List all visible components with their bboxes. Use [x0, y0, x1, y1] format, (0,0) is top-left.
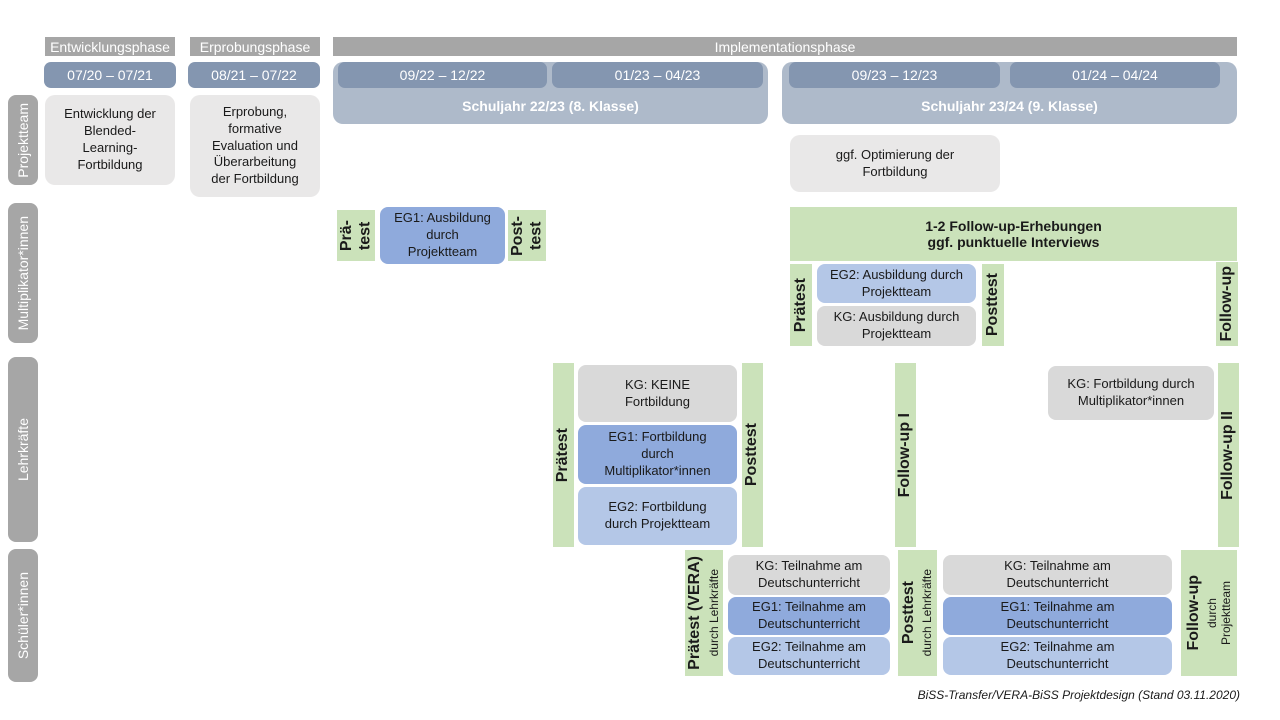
banner-followup-erhebungen: 1-2 Follow-up-Erhebungen ggf. punktuelle… [790, 207, 1237, 261]
praetest-bar-multiplikatoren-1: Prä- test [337, 210, 375, 261]
box-eg2-fortbildung: EG2: Fortbildung durch Projektteam [578, 487, 737, 545]
posttest-label: Posttest [899, 581, 917, 645]
box-eg1-fortbildung: EG1: Fortbildung durch Multiplikator*inn… [578, 425, 737, 484]
date-bar-0123-0423: 01/23 – 04/23 [552, 62, 763, 88]
followup-bar-schueler: Follow-up durch Projektteam [1181, 550, 1237, 676]
followup-label: Follow-up [1217, 266, 1235, 342]
row-label-projektteam-text: Projektteam [14, 102, 31, 178]
posttest-bar-multiplikatoren-1: Post- test [508, 210, 546, 261]
praetest-vera-bar-schueler: Prätest (VERA) durch Lehrkräfte [685, 550, 723, 676]
followup1-label: Follow-up I [896, 412, 914, 498]
box-kg-fortbildung-multiplikatoren: KG: Fortbildung durch Multiplikator*inne… [1048, 366, 1214, 420]
date-bar-0124-0424: 01/24 – 04/24 [1010, 62, 1220, 88]
praetest-label: Prä- test [337, 219, 373, 252]
row-label-projektteam: Projektteam [8, 95, 38, 185]
posttest-bar-lehrkraefte: Posttest [742, 363, 763, 547]
followup-sublabel: durch Projektteam [1204, 580, 1233, 646]
schuljahr-22-23-label: Schuljahr 22/23 (8. Klasse) [462, 98, 639, 114]
posttest-sublabel: durch Lehrkräfte [920, 569, 935, 657]
box-eg2-teilnahme-1: EG2: Teilnahme am Deutschunterricht [728, 637, 890, 675]
followup2-label: Follow-up II [1219, 410, 1237, 500]
box-ggf-optimierung: ggf. Optimierung der Fortbildung [790, 135, 1000, 192]
box-kg-ausbildung: KG: Ausbildung durch Projektteam [817, 306, 976, 346]
posttest-bar-schueler: Posttest durch Lehrkräfte [898, 550, 937, 676]
posttest-label: Post- test [508, 215, 544, 256]
box-kg-teilnahme-1: KG: Teilnahme am Deutschunterricht [728, 555, 890, 595]
praetest-vera-label: Prätest (VERA) [686, 556, 704, 670]
praetest-vera-sublabel: durch Lehrkräfte [706, 569, 721, 657]
box-eg1-teilnahme-1: EG1: Teilnahme am Deutschunterricht [728, 597, 890, 635]
row-label-schueler: Schüler*innen [8, 549, 38, 682]
box-kg-teilnahme-2: KG: Teilnahme am Deutschunterricht [943, 555, 1172, 595]
praetest-label: Prätest [554, 427, 572, 483]
footer-caption: BiSS-Transfer/VERA-BiSS Projektdesign (S… [917, 688, 1240, 702]
box-entwicklung-fortbildung: Entwicklung der Blended- Learning- Fortb… [45, 95, 175, 185]
row-label-schueler-text: Schüler*innen [14, 571, 31, 660]
row-label-lehrkraefte-text: Lehrkräfte [14, 417, 31, 482]
date-bar-0720-0721: 07/20 – 07/21 [44, 62, 176, 88]
box-eg2-ausbildung: EG2: Ausbildung durch Projektteam [817, 264, 976, 303]
schuljahr-23-24-label: Schuljahr 23/24 (9. Klasse) [921, 98, 1098, 114]
phase-bar-erprobungsphase: Erprobungsphase [190, 37, 320, 56]
row-label-lehrkraefte: Lehrkräfte [8, 357, 38, 542]
box-eg1-teilnahme-2: EG1: Teilnahme am Deutschunterricht [943, 597, 1172, 635]
row-label-multiplikatoren: Multiplikator*innen [8, 203, 38, 343]
praetest-bar-lehrkraefte: Prätest [553, 363, 574, 547]
posttest-label: Posttest [743, 423, 761, 487]
phase-bar-entwicklungsphase: Entwicklungsphase [45, 37, 175, 56]
praetest-bar-multiplikatoren-2: Prätest [790, 264, 812, 346]
row-label-multiplikatoren-text: Multiplikator*innen [14, 215, 31, 331]
phase-bar-implementationsphase: Implementationsphase [333, 37, 1237, 56]
praetest-label: Prätest [791, 277, 809, 333]
date-bar-0922-1222: 09/22 – 12/22 [338, 62, 547, 88]
box-eg2-teilnahme-2: EG2: Teilnahme am Deutschunterricht [943, 637, 1172, 675]
box-erprobung-evaluation: Erprobung, formative Evaluation und Über… [190, 95, 320, 197]
posttest-label: Posttest [983, 273, 1001, 337]
date-bar-0923-1223: 09/23 – 12/23 [789, 62, 1000, 88]
followup2-bar-lehrkraefte: Follow-up II [1218, 363, 1239, 547]
date-bar-0821-0722: 08/21 – 07/22 [188, 62, 320, 88]
box-kg-keine-fortbildung: KG: KEINE Fortbildung [578, 365, 737, 422]
posttest-bar-multiplikatoren-2: Posttest [982, 264, 1004, 346]
followup-label: Follow-up [1184, 575, 1202, 651]
followup1-bar-lehrkraefte: Follow-up I [895, 363, 916, 547]
box-eg1-ausbildung: EG1: Ausbildung durch Projektteam [380, 207, 505, 264]
followup-bar-multiplikatoren: Follow-up [1216, 262, 1238, 346]
